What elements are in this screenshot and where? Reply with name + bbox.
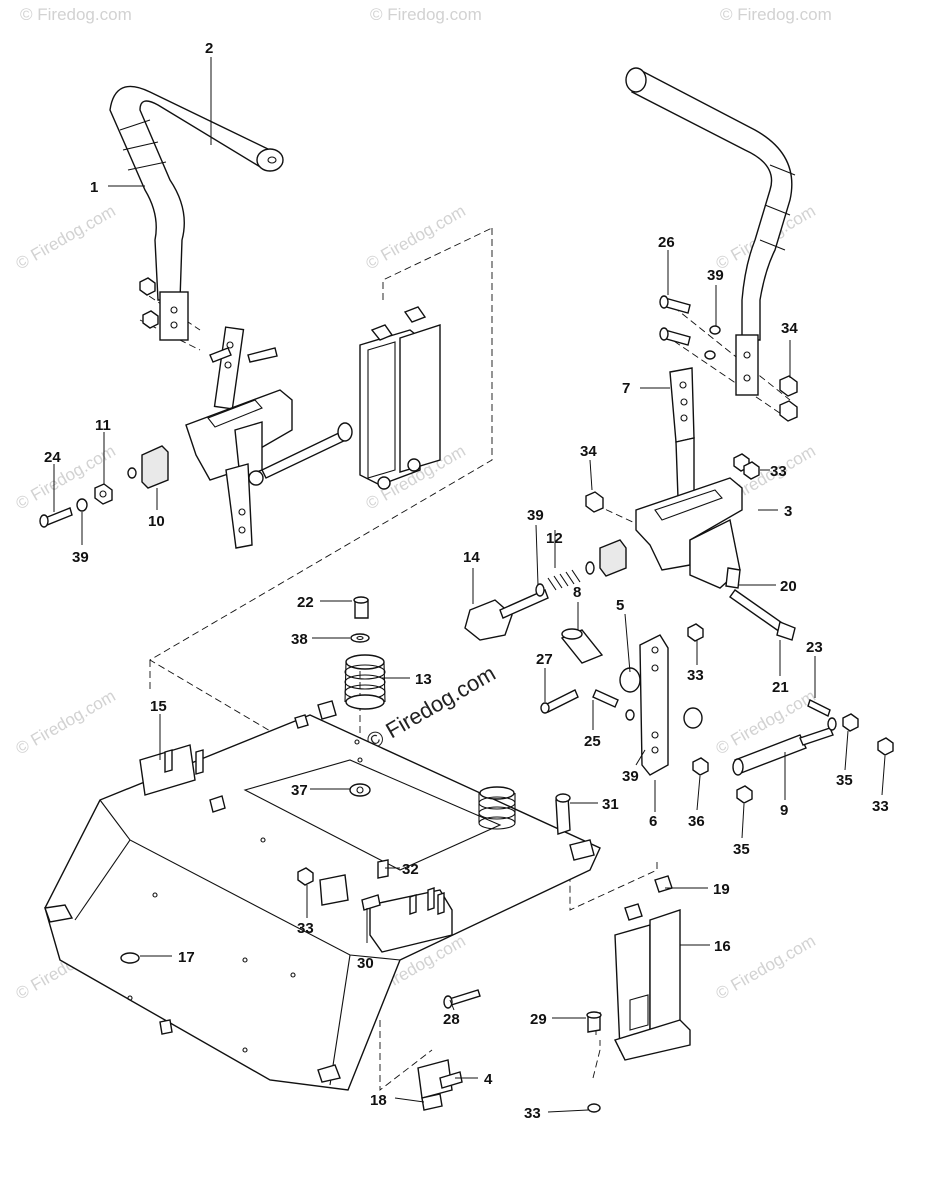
- callout-6-label: 6: [649, 813, 657, 830]
- callout-4-label: 4: [484, 1071, 493, 1088]
- adjustment-knob-assembly: [464, 539, 627, 641]
- callout-3-label: 3: [784, 503, 792, 520]
- callout-33-label: 33: [872, 798, 889, 815]
- watermark-text: © Firedog.com: [363, 201, 469, 273]
- callout-24-label: 24: [44, 449, 61, 466]
- callout-15-label: 15: [150, 698, 167, 715]
- callout-13-label: 13: [415, 671, 432, 688]
- callout-34-label: 34: [781, 320, 798, 337]
- right-control-bracket-assembly: [585, 367, 796, 641]
- callout-38-label: 38: [291, 631, 308, 648]
- callout-27-label: 27: [536, 651, 553, 668]
- callout-17-label: 17: [178, 949, 195, 966]
- callout-16-label: 16: [714, 938, 731, 955]
- watermark-text: © Firedog.com: [370, 5, 482, 24]
- callout-32-label: 32: [402, 861, 419, 878]
- callout-10-label: 10: [148, 513, 165, 530]
- seat-spring-parts: [344, 596, 386, 710]
- watermark-text: © Firedog.com: [720, 5, 832, 24]
- callout-19-label: 19: [713, 881, 730, 898]
- callout-35-label: 35: [836, 772, 853, 789]
- callout-39-label: 39: [622, 768, 639, 785]
- callout-30-label: 30: [357, 955, 374, 972]
- callout-33-label: 33: [770, 463, 787, 480]
- callout-1-label: 2: [205, 40, 213, 57]
- watermark-text: © Firedog.com: [20, 5, 132, 24]
- callout-29-label: 29: [530, 1011, 547, 1028]
- callout-7-label: 7: [622, 380, 630, 397]
- callout-34-label: 34: [580, 443, 597, 460]
- callout-31-label: 31: [602, 796, 619, 813]
- callout-37-label: 37: [291, 782, 308, 799]
- pivot-assembly: [540, 623, 894, 804]
- right-upper-hardware: [659, 295, 798, 422]
- left-control-handle: [109, 85, 284, 341]
- seat-pan-assembly: [44, 700, 601, 1091]
- callout-12-label: 12: [546, 530, 563, 547]
- leader-lines: [53, 57, 886, 1113]
- callout-14-label: 14: [463, 549, 480, 566]
- seat-switch: [417, 1059, 463, 1111]
- callout-8-label: 8: [573, 584, 581, 601]
- callout-20-label: 20: [780, 578, 797, 595]
- callout-39-label: 39: [72, 549, 89, 566]
- callout-39-label: 39: [707, 267, 724, 284]
- callout-25-label: 25: [584, 733, 601, 750]
- callout-33-label: 33: [687, 667, 704, 684]
- callout-22-label: 22: [297, 594, 314, 611]
- callout-33-label: 33: [524, 1105, 541, 1122]
- callout-23-label: 23: [806, 639, 823, 656]
- callout-11-label: 11: [95, 417, 111, 434]
- callout-39-label: 39: [527, 507, 544, 524]
- callout-21-label: 21: [772, 679, 789, 696]
- callout-1-label: 1: [90, 179, 98, 196]
- callout-36-label: 36: [688, 813, 705, 830]
- callout-5-label: 5: [616, 597, 624, 614]
- callout-33-label: 33: [297, 920, 314, 937]
- left-hardware: [39, 445, 169, 528]
- lower-right-bracket: [586, 875, 691, 1113]
- callout-18-label: 18: [370, 1092, 387, 1109]
- left-control-bracket-assembly: [139, 277, 441, 549]
- callout-35-label: 35: [733, 841, 750, 858]
- watermark-text: © Firedog.com: [13, 201, 119, 273]
- callout-9-label: 9: [780, 802, 788, 819]
- watermark-text: © Firedog.com: [13, 686, 119, 758]
- callout-28-label: 28: [443, 1011, 460, 1028]
- right-control-handle: [625, 67, 796, 396]
- callout-26-label: 26: [658, 234, 675, 251]
- callout-labels: 2 1 3 4 5 6 7 8 9 10 11 12 13 14 15 16 1…: [44, 40, 889, 1122]
